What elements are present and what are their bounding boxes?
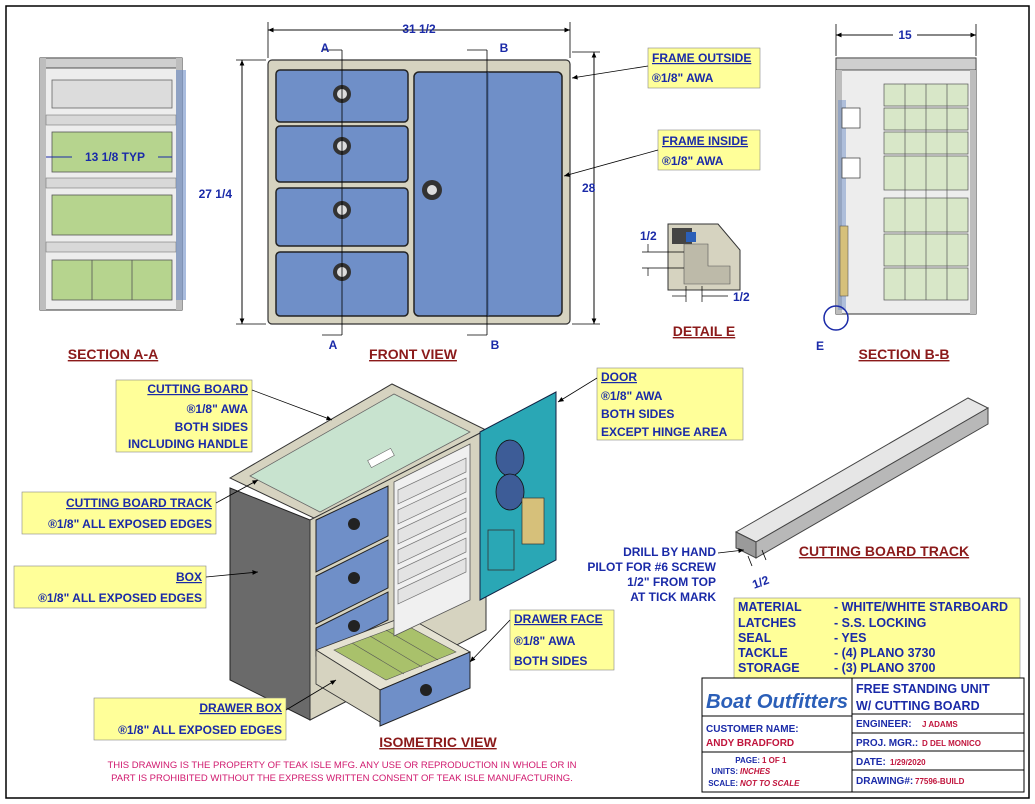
frame-inside-spec: ®1/8" AWA [662,154,724,168]
drawer-box-callout [93,679,337,741]
inner-height-dimension: 27 1/4 [199,187,233,201]
isometric-title: ISOMETRIC VIEW [379,734,497,750]
spec-key-storage: STORAGE [738,661,800,675]
spec-value-tackle: - (4) PLANO 3730 [834,646,935,660]
cutting-board-track-callout [21,479,259,535]
frame-inside-callout [563,129,761,177]
scale-value: NOT TO SCALE [740,779,800,788]
box-label: BOX [176,570,202,584]
cutting-board-label: CUTTING BOARD [147,382,248,396]
front-view [267,59,571,325]
detail-e-view [642,223,741,302]
cutting-board-spec: ®1/8" AWA [187,402,249,416]
cutting-board-track-part [717,397,990,567]
section-b-marker-bottom: B [491,338,500,352]
frame-outside-label: FRAME OUTSIDE [652,51,751,65]
door-sides: BOTH SIDES [601,407,674,421]
frame-outside-callout [571,47,761,89]
drawer-face-spec: ®1/8" AWA [514,634,576,648]
customer-name-label: CUSTOMER NAME: [706,724,799,735]
front-dimension-lines [236,22,600,336]
door-spec: ®1/8" AWA [601,389,663,403]
units-value: INCHES [740,767,771,776]
spec-key-material: MATERIAL [738,600,802,614]
spec-key-tackle: TACKLE [738,646,788,660]
drawing-number-value: 77596-BUILD [915,777,965,786]
door-callout [557,367,744,441]
door-label: DOOR [601,370,637,384]
section-aa-title: SECTION A-A [68,346,158,362]
spec-key-seal: SEAL [738,631,772,645]
scale-label: SCALE: [708,779,738,788]
depth-dimension: 15 [898,28,912,42]
section-bb-view [823,24,977,331]
track-half-dimension: 1/2 [750,573,771,592]
detail-horizontal-dimension: 1/2 [733,290,750,304]
specs-table [733,597,1021,679]
cutting-board-handle: INCLUDING HANDLE [128,437,248,451]
spec-value-seal: - YES [834,631,866,645]
boat-outfitters-logo: Boat Outfitters [706,691,848,713]
drill-note-line-4: AT TICK MARK [630,590,716,604]
spec-key-latches: LATCHES [738,616,796,630]
width-dimension: 31 1/2 [402,22,436,36]
detail-vertical-dimension: 1/2 [640,229,657,243]
project-manager-label: PROJ. MGR.: [856,738,918,749]
engineer-label: ENGINEER: [856,719,912,730]
drill-note-line-1: DRILL BY HAND [623,545,716,559]
date-value: 1/29/2020 [890,758,926,767]
project-manager-value: D DEL MONICO [922,739,981,748]
frame-outside-spec: ®1/8" AWA [652,71,714,85]
drawer-box-label: DRAWER BOX [199,701,282,715]
door-hinge: EXCEPT HINGE AREA [601,425,728,439]
drawing-title-line-1: FREE STANDING UNIT [856,682,990,696]
disclaimer-line-1: THIS DRAWING IS THE PROPERTY OF TEAK ISL… [107,760,576,771]
outer-height-dimension: 28 [582,181,596,195]
spec-value-storage: - (3) PLANO 3700 [834,661,935,675]
cutting-board-callout [115,379,333,453]
shelf-typ-dimension: 13 1/8 TYP [85,150,145,164]
spec-value-material: - WHITE/WHITE STARBOARD [834,600,1008,614]
frame-inside-label: FRAME INSIDE [662,134,748,148]
title-block [701,677,1025,793]
drill-note-line-3: 1/2" FROM TOP [627,575,716,589]
cutting-board-sides: BOTH SIDES [175,420,248,434]
box-spec: ®1/8" ALL EXPOSED EDGES [38,591,202,605]
drawer-face-sides: BOTH SIDES [514,654,587,668]
customer-name-value: ANDY BRADFORD [706,738,794,749]
section-a-marker-top: A [321,41,330,55]
box-callout [13,565,259,609]
drawer-box-spec: ®1/8" ALL EXPOSED EDGES [118,723,282,737]
units-label: UNITS: [711,767,738,776]
page-label: PAGE: [735,756,760,765]
detail-e-title: DETAIL E [673,323,736,339]
drawer-face-callout [469,609,615,671]
detail-e-marker: E [816,339,824,353]
front-view-title: FRONT VIEW [369,346,458,362]
drawing-number-label: DRAWING#: [856,776,913,787]
section-a-marker-bottom: A [329,338,338,352]
track-spec: ®1/8" ALL EXPOSED EDGES [48,517,212,531]
section-aa-view [39,57,186,311]
spec-value-latches: - S.S. LOCKING [834,616,926,630]
engineer-value: J ADAMS [922,720,958,729]
drill-note-line-2: PILOT FOR #6 SCREW [587,560,716,574]
date-label: DATE: [856,757,886,768]
page-value: 1 OF 1 [762,756,787,765]
drawer-face-label: DRAWER FACE [514,612,603,626]
track-label: CUTTING BOARD TRACK [66,496,212,510]
sheet-border [5,5,1030,799]
section-bb-title: SECTION B-B [859,346,950,362]
isometric-view [228,383,557,727]
cutting-board-track-title: CUTTING BOARD TRACK [799,543,969,559]
drawing-title-line-2: W/ CUTTING BOARD [856,699,980,713]
disclaimer-line-2: PART IS PROHIBITED WITHOUT THE EXPRESS W… [111,773,573,784]
section-b-marker-top: B [500,41,509,55]
